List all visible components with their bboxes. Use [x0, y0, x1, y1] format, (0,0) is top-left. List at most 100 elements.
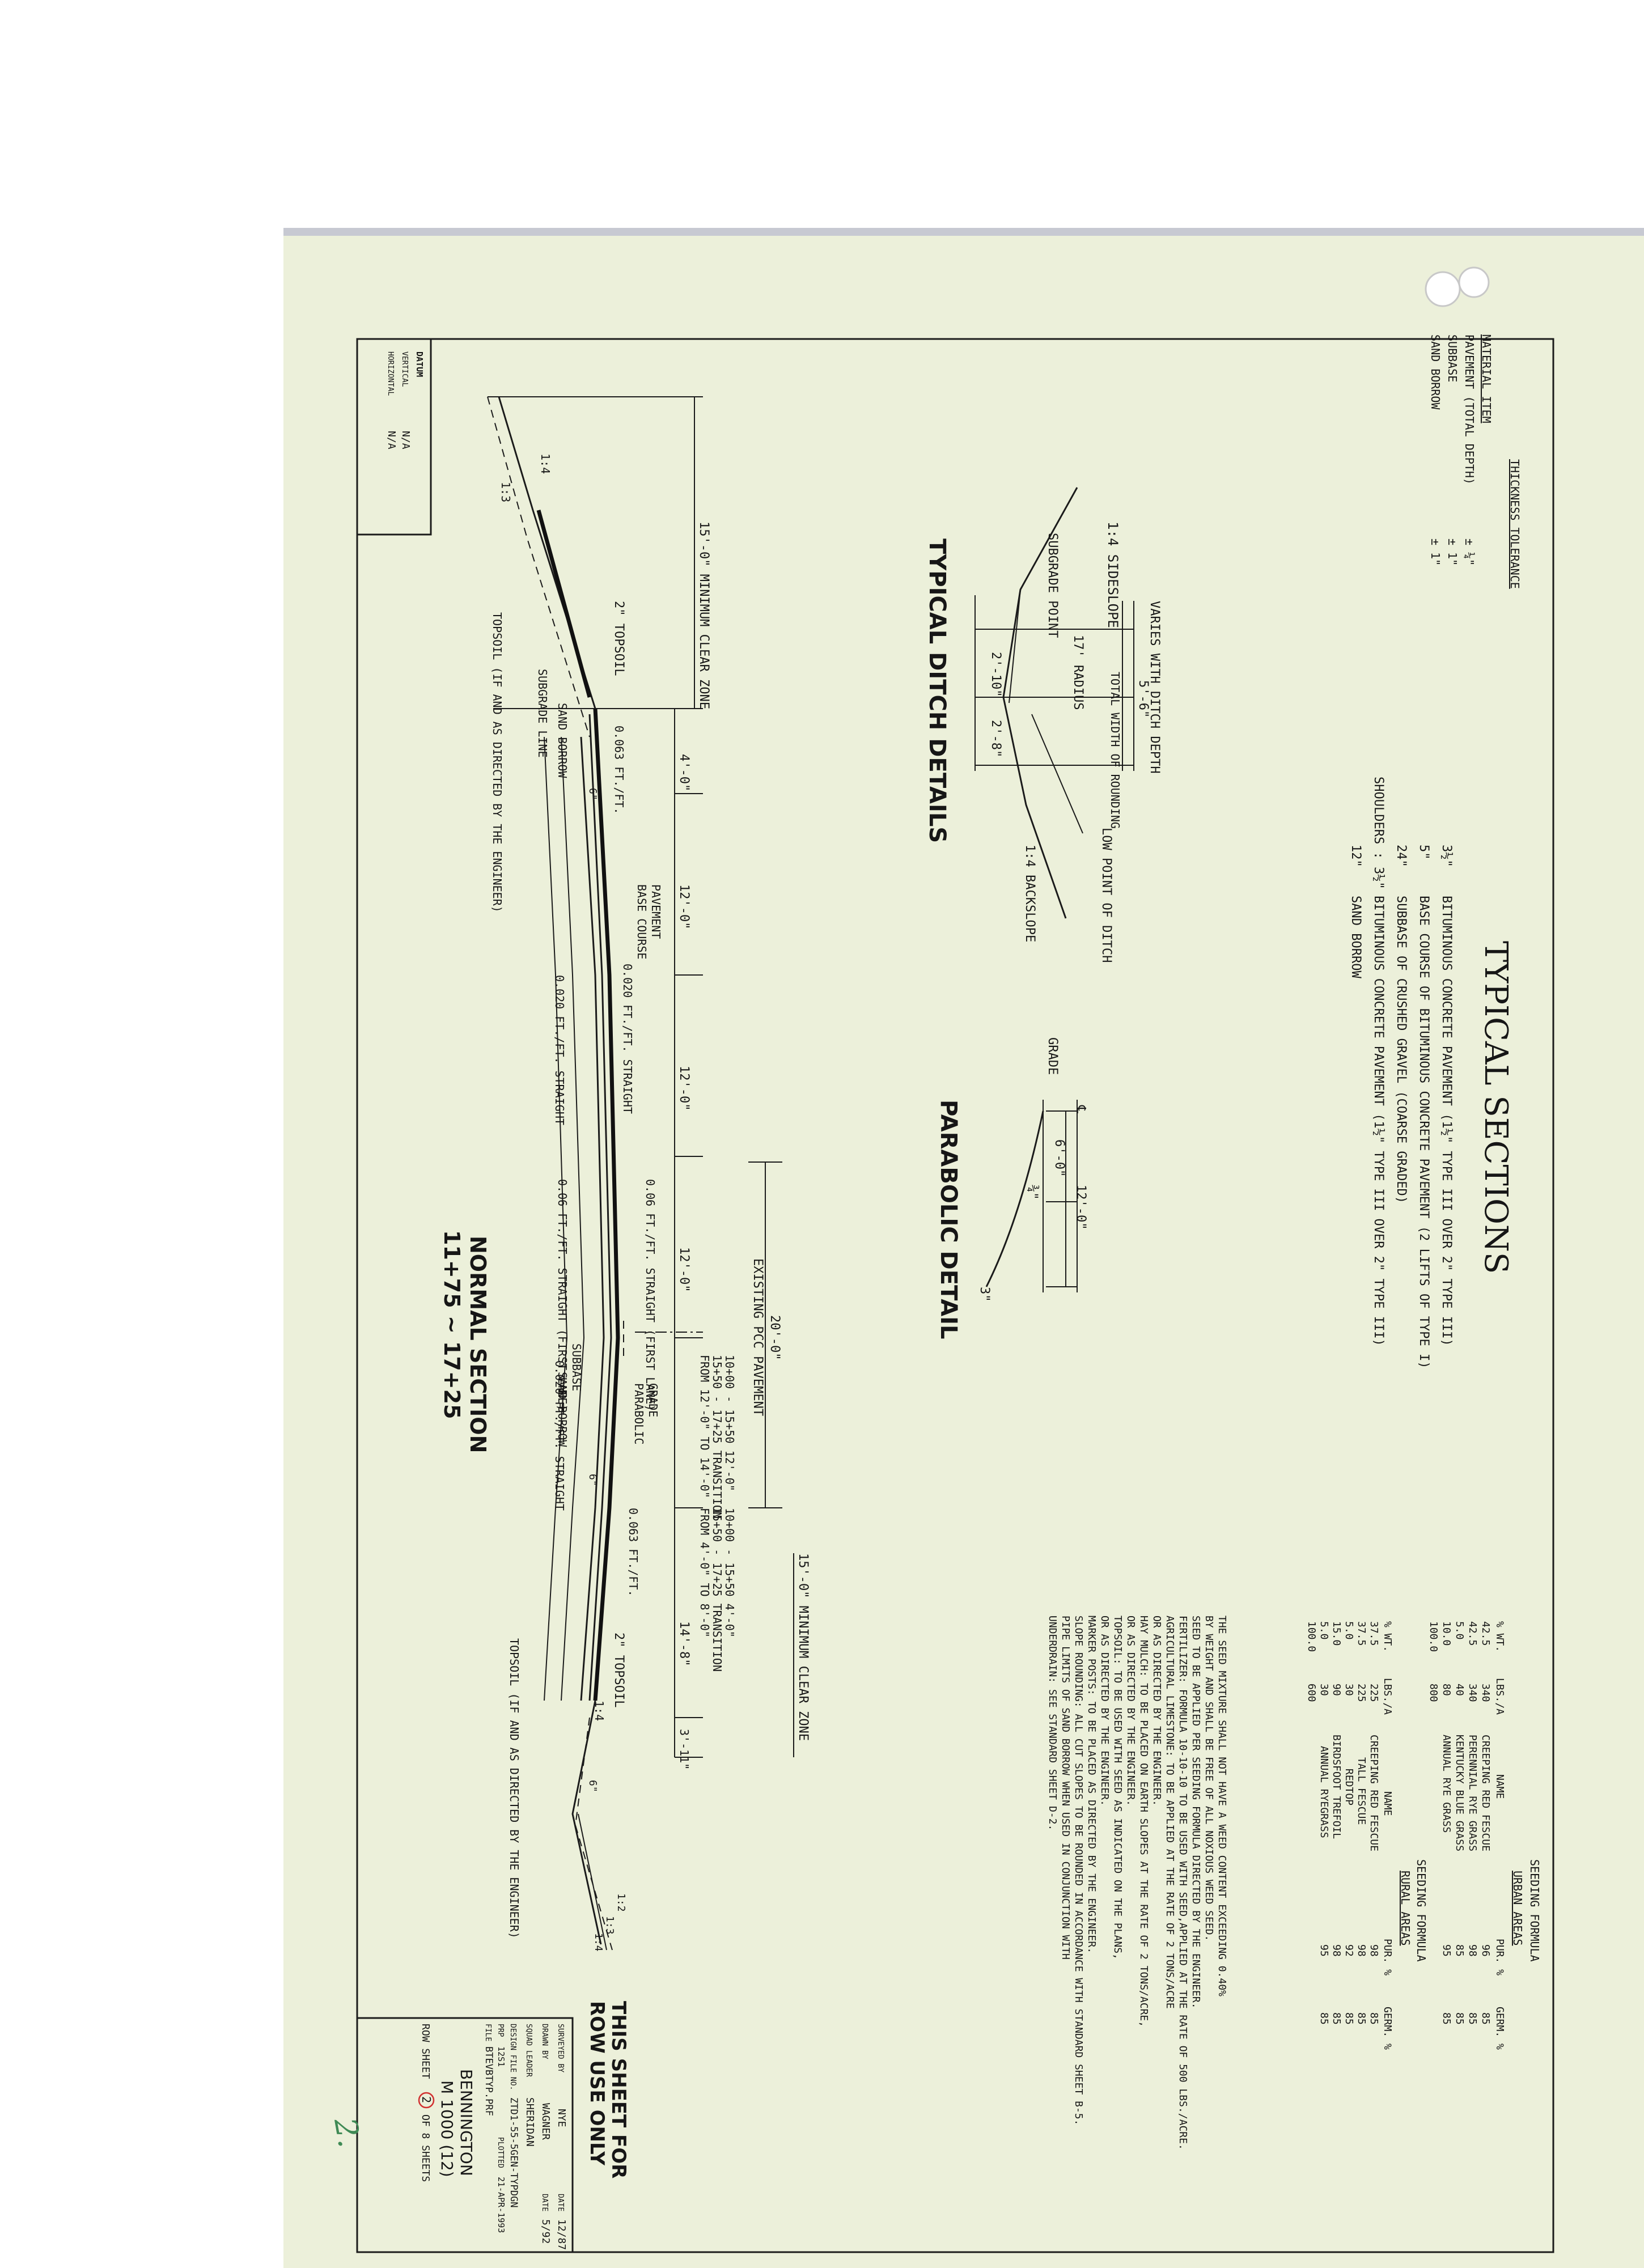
sheet-no-circle [418, 2092, 435, 2109]
seed-cell: 92 [1343, 1944, 1355, 1957]
material-qty: 3½" [1439, 845, 1454, 867]
header-pct-wt: % WT. [1382, 1621, 1393, 1652]
topsoil-note-right: TOPSOIL (IF AND AS DIRECTED BY THE ENGIN… [507, 1638, 521, 1939]
ditch-detail: 1:4 SIDESLOPE SUBGRADE POINT VARIES WITH… [924, 487, 1162, 963]
seed-cell: PERENNIAL RYE GRASS [1467, 1735, 1478, 1851]
slope-14-left: 1:4 [539, 453, 552, 474]
tb-town: BENNINGTON [457, 2069, 476, 2176]
seeding-notes: THE SEED MIXTURE SHALL NOT HAVE A WEED C… [1046, 1616, 1228, 2150]
dim-4ft: 4'-0" [677, 754, 691, 791]
dim-12ft: 12'-0" [677, 1066, 691, 1110]
note-line: AGRICULTURAL LIMESTONE: TO BE APPLIED AT… [1164, 1616, 1176, 2009]
seed-cell: 42.5 [1480, 1621, 1492, 1646]
seed-total: 100.0 [1427, 1621, 1439, 1652]
seed-cell: 95 [1318, 1944, 1330, 1957]
material-qty: 5" [1417, 845, 1431, 860]
ditch-total-width: TOTAL WIDTH OF ROUNDING [1108, 672, 1122, 829]
transition1: 10+00 - 15+50 12'-0" [723, 1355, 736, 1491]
slope-13-left: 1:3 [499, 482, 512, 502]
note-line: BY WEIGHT AND SHALL BE FREE OF ALL NOXIO… [1203, 1616, 1215, 1941]
seed-cell: 98 [1467, 1944, 1478, 1957]
seed-cell: REDTOP [1343, 1769, 1355, 1805]
material-qty: 12" [1349, 845, 1363, 867]
dim-6in-far: 6" [587, 1780, 599, 1792]
materials-list: 3½" BITUMINOUS CONCRETE PAVEMENT (1½" TY… [1349, 777, 1454, 1368]
ditch-low-point: LOW POINT OF DITCH [1099, 828, 1113, 963]
seed-cell: 85 [1467, 2012, 1478, 2025]
punch-hole [1458, 266, 1490, 298]
tb-project: M 1000 (12) [438, 2080, 456, 2177]
seed-cell: 225 [1355, 1684, 1367, 1702]
seed-cell: 85 [1331, 2012, 1342, 2025]
tb-prp-label: PRP [496, 2024, 505, 2037]
subbase-label: SUBBASE [570, 1343, 583, 1391]
ditch-title: TYPICAL DITCH DETAILS [924, 539, 950, 843]
seed-cell: 85 [1343, 2012, 1355, 2025]
parabolic-dim-60: 6'-0" [1052, 1139, 1066, 1177]
material-qty: SHOULDERS : 3½" [1371, 777, 1385, 889]
seed-total: 800 [1427, 1684, 1439, 1702]
existing-pavement: EXISTING PCC PAVEMENT [751, 1258, 765, 1416]
row-note-line1: THIS SHEET FOR [607, 2001, 630, 2178]
ditch-sideslope: 1:4 SIDESLOPE [1105, 522, 1121, 628]
dim-14ft8: 14'-8" [677, 1621, 691, 1666]
title-block: SURVEYED BY NYE DATE 12/87 DRAWN BY WAGN… [356, 2017, 574, 2253]
note-line: SLOPE ROUNDING: ALL CUT SLOPES TO BE ROU… [1073, 1616, 1084, 2125]
tolerance-value: ± 1" [1429, 539, 1442, 566]
tolerance-item: SAND BORROW [1429, 334, 1442, 410]
seed-cell: 90 [1331, 1684, 1342, 1696]
ditch-dim-28: 2'-8" [989, 720, 1003, 757]
slope-020-lower: 0.020 FT./FT. STRAIGHT [553, 975, 566, 1125]
note-line: UNDERDRAIN: SEE STANDARD SHEET D-2. [1046, 1616, 1058, 1830]
seed-cell: 40 [1454, 1684, 1465, 1696]
datum-h-value: N/A [385, 431, 397, 450]
tolerance-header-2: THICKNESS TOLERANCE [1508, 459, 1522, 589]
parabolic-label: PARABOLIC [632, 1383, 646, 1444]
header-name: NAME [1382, 1791, 1393, 1816]
parabolic-dim-3: 3" [977, 1287, 992, 1302]
slope-020-upper: 0.020 FT./FT. STRAIGHT [621, 964, 634, 1114]
header-pct-wt: % WT. [1494, 1621, 1506, 1652]
sand-borrow-left: SAND BORROW [556, 703, 569, 778]
seeding-urban-subtitle: URBAN AREAS [1511, 1871, 1524, 1945]
datum-vertical: VERTICAL [400, 351, 409, 387]
tb-row-sheet: ROW SHEET [420, 2024, 431, 2079]
drawing-sheet [283, 228, 1644, 2268]
seed-cell: 5.0 [1454, 1621, 1465, 1640]
seed-cell: 15.0 [1331, 1621, 1342, 1646]
note-line: THE SEED MIXTURE SHALL NOT HAVE A WEED C… [1216, 1616, 1228, 1996]
parabolic-grade: GRADE [1045, 1037, 1060, 1075]
tb-date1-value: 12/87 [556, 2219, 567, 2250]
typical-sections-block: TYPICAL SECTIONS [1477, 941, 1514, 1274]
page-title: TYPICAL SECTIONS [1477, 941, 1514, 1274]
seed-cell: 98 [1355, 1944, 1367, 1957]
seed-cell: BIRDSFOOT TREFOIL [1331, 1735, 1342, 1839]
seeding-urban-title: SEEDING FORMULA [1528, 1859, 1541, 1962]
topsoil-right: 2" TOPSOIL [612, 1633, 626, 1707]
header-pur: PUR. % [1494, 1939, 1506, 1976]
base-course-label: BASE COURSE [635, 884, 649, 959]
seed-cell: 98 [1331, 1944, 1342, 1957]
tb-design-value: ZTD1-55-5GEN-TYPDGN [508, 2097, 519, 2207]
normal-section-station: 11+75 ~ 17+25 [439, 1230, 464, 1419]
note-line: FERTILIZER: FORMULA 10-10-10 TO BE USED … [1177, 1616, 1189, 2150]
header-pur: PUR. % [1382, 1939, 1393, 1976]
dim-20ft: 20'-0" [768, 1315, 782, 1360]
note-line: MARKER POSTS: TO BE PLACED AS DIRECTED B… [1086, 1616, 1098, 1953]
subgrade-line: SUBGRADE LINE [536, 669, 549, 758]
dim-12ft: 12'-0" [677, 1247, 691, 1292]
note-line: OR AS DIRECTED BY THE ENGINEER. [1099, 1616, 1111, 1806]
seed-cell: CREEPING RED FESCUE [1368, 1735, 1380, 1851]
slope-12: 1:2 [615, 1893, 627, 1912]
tb-squad-label: SQUAD LEADER [524, 2024, 533, 2077]
tolerance-value: ± 1" [1446, 539, 1459, 566]
dim-6in-left: 6" [587, 788, 599, 800]
parabolic-dim-34: ¾" [1026, 1185, 1040, 1200]
material-text: BITUMINOUS CONCRETE PAVEMENT (1½" TYPE I… [1371, 896, 1385, 1346]
dim-3ft11: 3'-11" [677, 1729, 691, 1770]
row-use-note: THIS SHEET FOR ROW USE ONLY [586, 2001, 630, 2178]
seed-cell: 85 [1480, 2012, 1492, 2025]
transition2b: 15+50 - 17+25 TRANSITION [710, 1508, 724, 1672]
ditch-dim-210: 2'-10" [989, 652, 1003, 697]
